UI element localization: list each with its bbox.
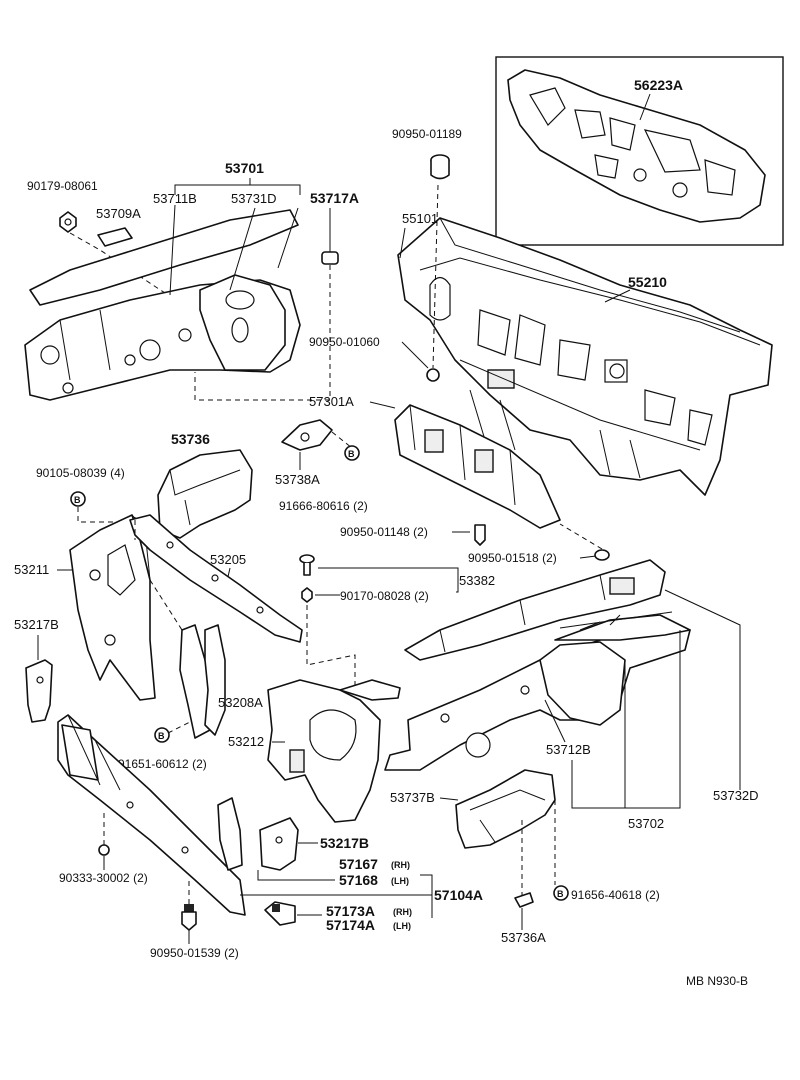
- label-57173A: 57173A: [326, 903, 375, 919]
- crossmember-57104A: [57, 714, 246, 916]
- label-90950-01189: 90950-01189: [392, 127, 462, 141]
- panel-53736: [157, 449, 253, 539]
- label-57167: 57167: [339, 856, 378, 872]
- label-90950-01518: 90950-01518 (2): [468, 551, 557, 565]
- bracket-53217B-left: [25, 659, 53, 723]
- label-53738A: 53738A: [275, 472, 320, 487]
- label-90950-01060: 90950-01060: [309, 335, 380, 349]
- label-53736A: 53736A: [501, 930, 546, 945]
- nut-90170-08028: [301, 587, 313, 603]
- bracket-57167: [217, 797, 243, 871]
- svg-text:B: B: [348, 449, 355, 459]
- label-53731D: 53731D: [231, 191, 277, 206]
- brace-53208A: [179, 624, 226, 739]
- label-53737B: 53737B: [390, 790, 435, 805]
- clip-90950-01189: [430, 154, 450, 180]
- label-91666-80616: 91666-80616 (2): [279, 499, 368, 513]
- clip-90950-01148: [474, 524, 486, 546]
- bracket-53738A: [281, 419, 333, 451]
- label-57174A-lh: (LH): [393, 921, 411, 931]
- shield-53737B: [455, 769, 556, 849]
- clip-53717A: [321, 251, 339, 265]
- label-57301A: 57301A: [309, 394, 354, 409]
- label-53701: 53701: [225, 160, 264, 176]
- dash-panel-55210: [397, 217, 773, 496]
- label-53211: 53211: [14, 562, 49, 577]
- label-53711B: 53711B: [153, 191, 197, 206]
- bracket-53709A: [97, 227, 133, 247]
- bolt-marker-91656: B: [553, 885, 569, 901]
- clip-90333-30002: [98, 844, 110, 856]
- label-90950-01539: 90950-01539 (2): [150, 946, 239, 960]
- label-57174A: 57174A: [326, 917, 375, 933]
- bolt-marker-90105: B: [70, 491, 86, 507]
- inset-box: 56223A: [495, 56, 784, 246]
- svg-text:B: B: [158, 731, 165, 741]
- clip-90950-01060: [426, 368, 440, 382]
- label-53212: 53212: [228, 734, 264, 749]
- label-53208A: 53208A: [218, 695, 263, 710]
- apron-53712B: [384, 611, 691, 771]
- nut-90179-08061: [59, 211, 77, 233]
- label-53217B-center: 53217B: [320, 835, 369, 851]
- label-55210: 55210: [628, 274, 667, 290]
- bracket-53217B-center: [259, 817, 299, 871]
- cowl-57301A: [394, 404, 561, 529]
- clip-90950-01518: [594, 549, 610, 561]
- clip-90950-01539: [181, 904, 197, 931]
- support-upper-53205: [129, 514, 303, 643]
- apron-53701: [24, 209, 301, 401]
- label-57168: 57168: [339, 872, 378, 888]
- label-53205: 53205: [210, 552, 246, 567]
- label-91656-40618: 91656-40618 (2): [571, 888, 660, 902]
- label-57104A: 57104A: [434, 887, 483, 903]
- label-57173A-rh: (RH): [393, 907, 412, 917]
- label-90105-08039: 90105-08039 (4): [36, 466, 125, 480]
- label-91651-60612: 91651-60612 (2): [118, 757, 207, 771]
- clip-53736A: [514, 892, 534, 908]
- label-53732D: 53732D: [713, 788, 759, 803]
- bracket-57173A: [264, 901, 296, 926]
- apron-rail-53732D: [404, 559, 666, 661]
- label-57168-lh: (LH): [391, 876, 409, 886]
- label-53217B-left: 53217B: [14, 617, 59, 632]
- bolt-marker-91666: B: [344, 445, 360, 461]
- bolt-53382: [299, 554, 315, 576]
- label-53736: 53736: [171, 431, 210, 447]
- label-57167-rh: (RH): [391, 860, 410, 870]
- label-56223A: 56223A: [634, 77, 683, 93]
- support-53211: [69, 514, 156, 701]
- label-53712B: 53712B: [546, 742, 591, 757]
- support-53212: [267, 679, 401, 823]
- svg-text:B: B: [74, 495, 81, 505]
- label-53382: 53382: [459, 573, 495, 588]
- label-53702: 53702: [628, 816, 664, 831]
- label-90170-08028: 90170-08028 (2): [340, 589, 429, 603]
- label-55101: 55101: [402, 211, 438, 226]
- label-90950-01148: 90950-01148 (2): [340, 525, 428, 539]
- bolt-marker-91651: B: [154, 727, 170, 743]
- label-53709A: 53709A: [96, 206, 141, 221]
- label-90179-08061: 90179-08061: [27, 179, 98, 193]
- footer-code: MB N930-B: [686, 974, 748, 988]
- label-53717A: 53717A: [310, 190, 359, 206]
- svg-text:B: B: [557, 889, 564, 899]
- label-90333-30002: 90333-30002 (2): [59, 871, 148, 885]
